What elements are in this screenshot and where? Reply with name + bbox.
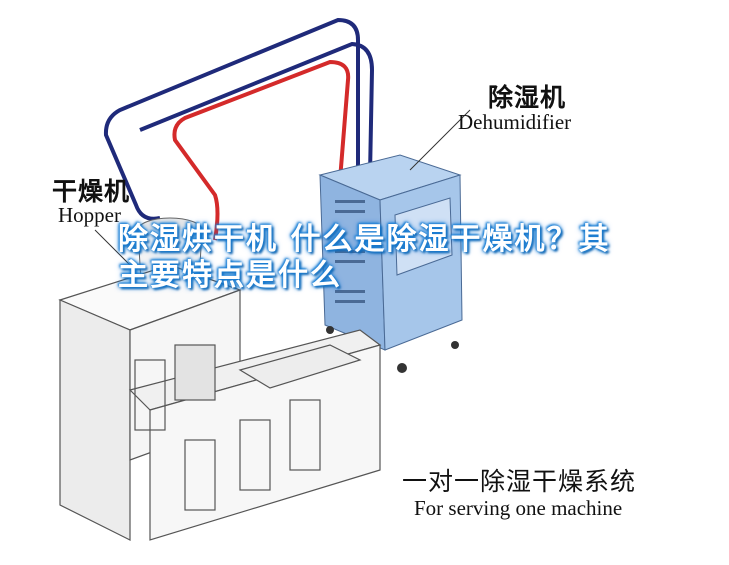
dehumidifier-label-en: Dehumidifier	[458, 110, 572, 134]
return-air-pipe	[103, 17, 375, 221]
dehumidifier-unit	[318, 154, 463, 373]
hopper-label-cn: 干燥机	[52, 177, 131, 206]
dehumidifier-label-cn: 除湿机	[488, 83, 567, 112]
hopper-label-en: Hopper	[58, 203, 121, 227]
system-label-en: For serving one machine	[414, 496, 623, 520]
injection-molding-machine	[58, 264, 382, 541]
overlay-article-title[interactable]: 除湿烘干机 什么是除湿干燥机？其主要特点是什么	[118, 222, 611, 293]
system-label-cn: 一对一除湿干燥系统	[402, 467, 637, 496]
leader-lines	[94, 109, 471, 266]
supply-air-pipe	[172, 59, 351, 241]
